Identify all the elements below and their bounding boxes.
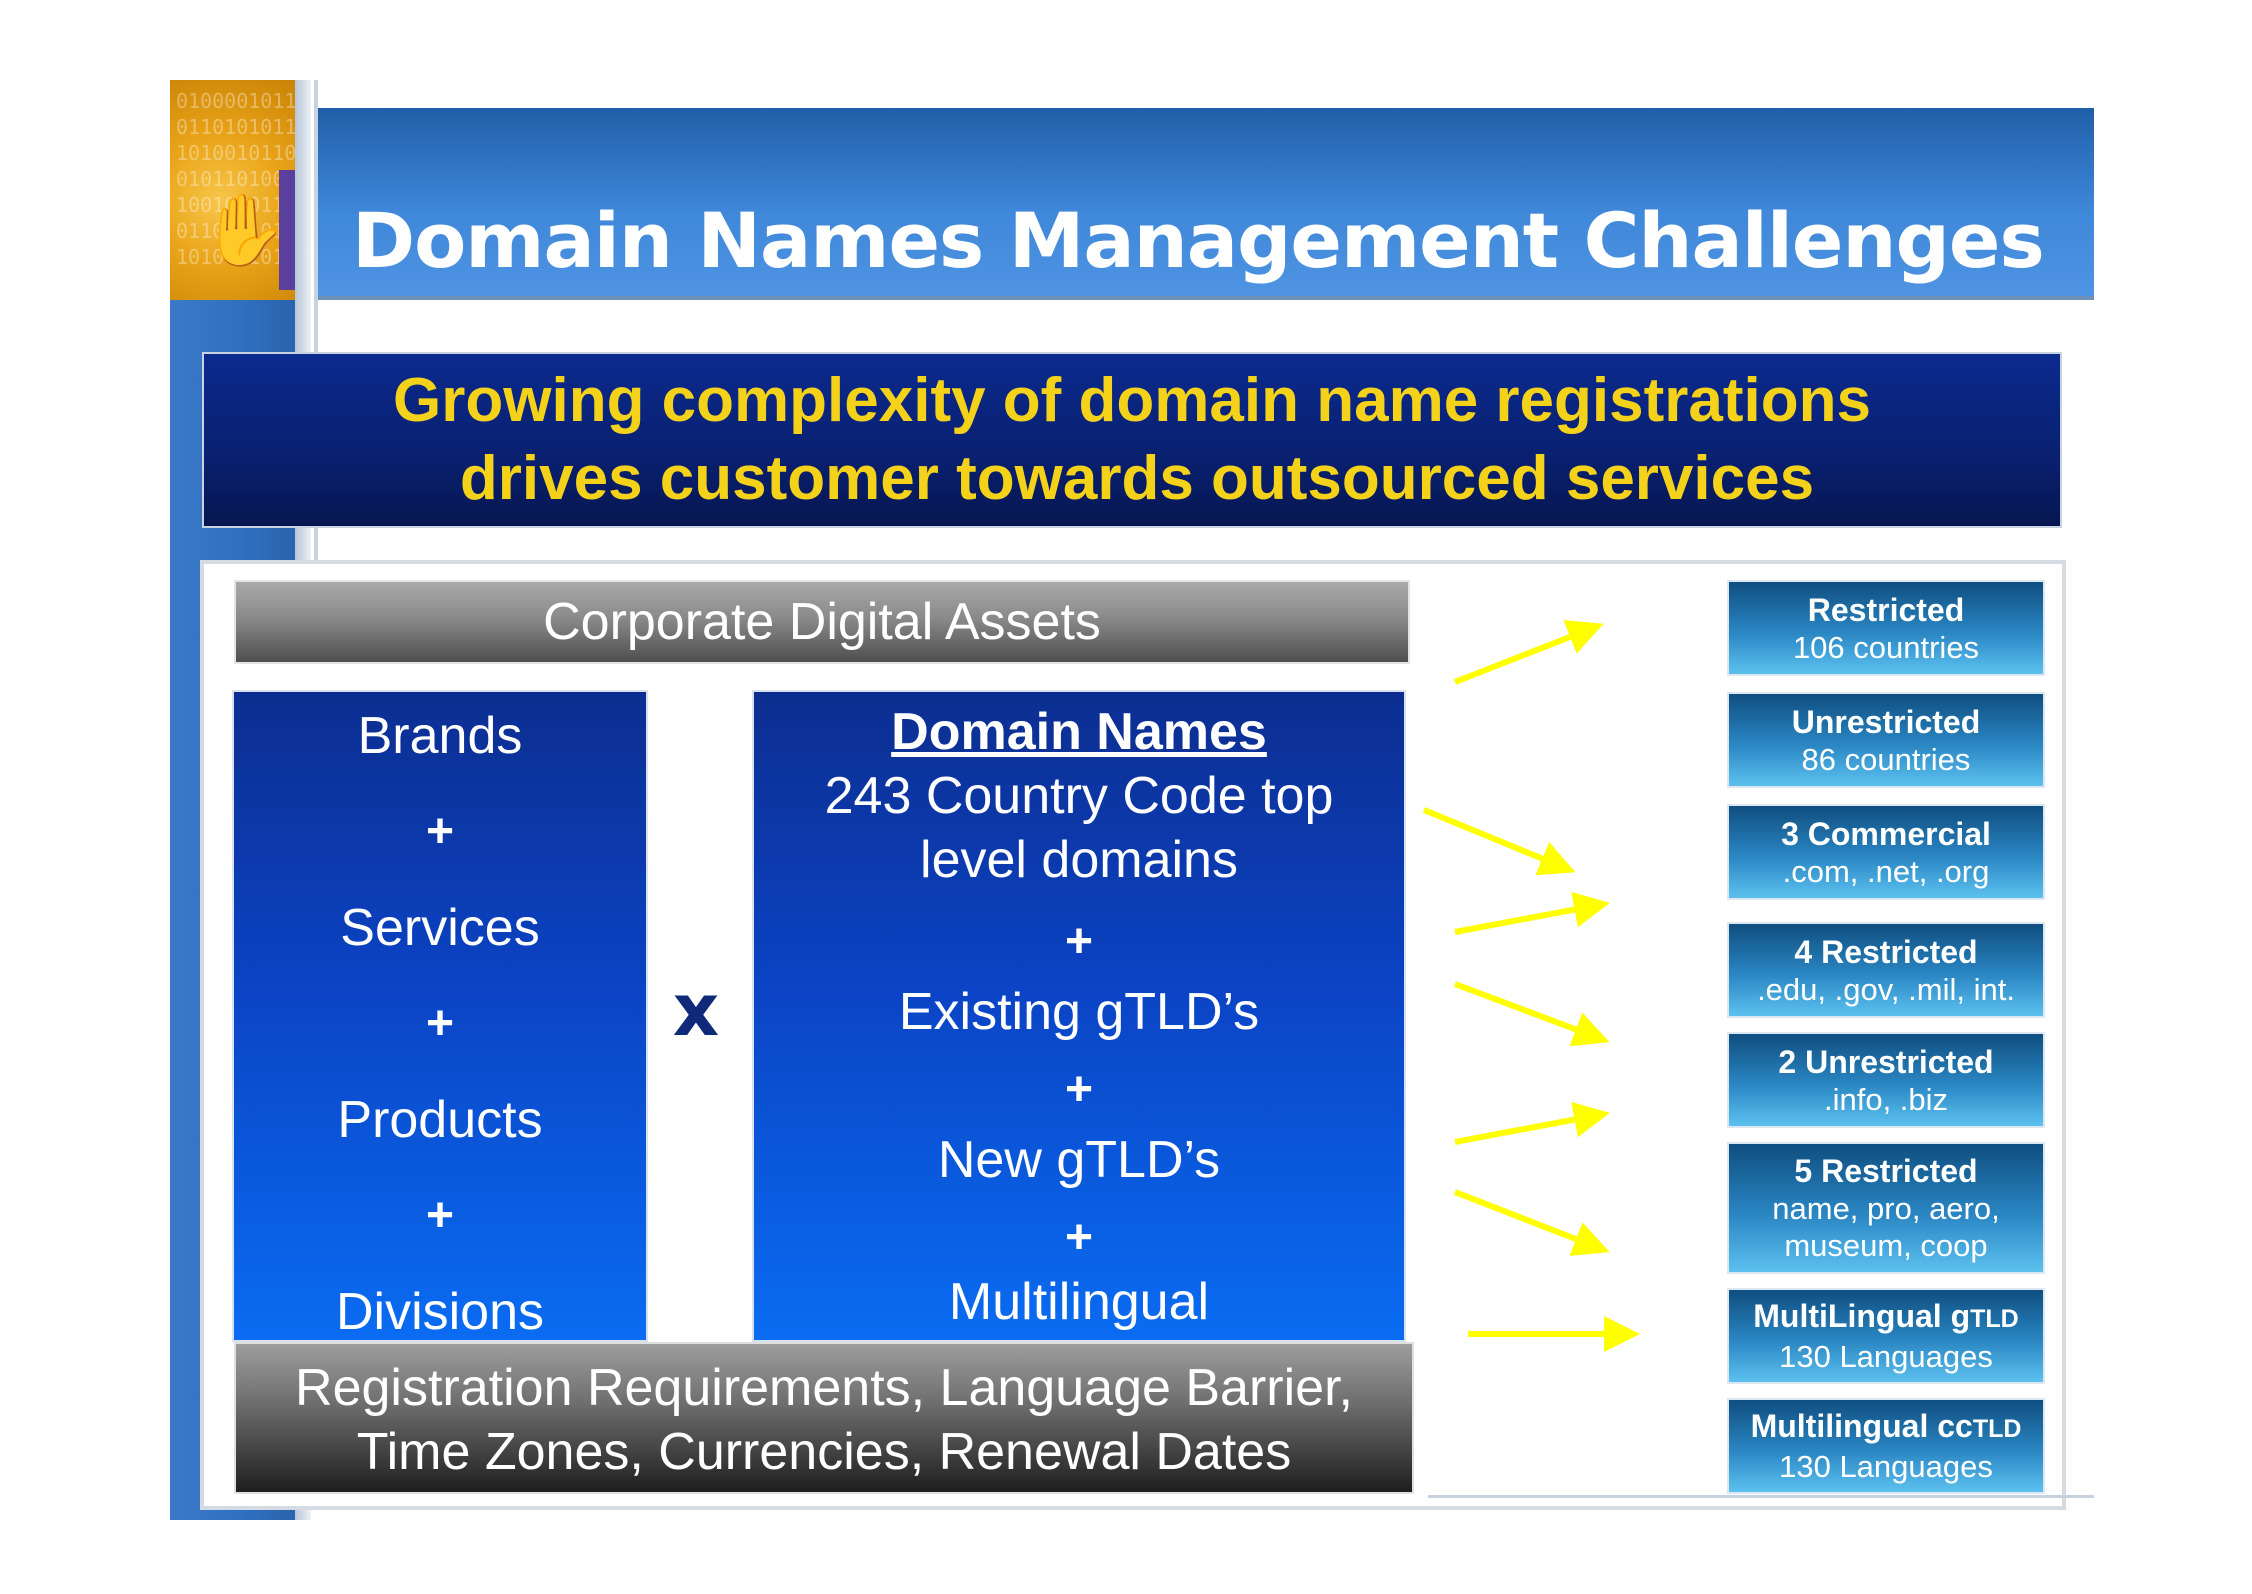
plus-sign: + [425, 805, 455, 858]
header-band [318, 108, 2094, 300]
tile-title: 4 Restricted [1794, 933, 1978, 970]
yellow-arrows [1422, 620, 1640, 1352]
existing-gtld-label: Existing gTLD’s [898, 983, 1260, 1041]
tile-title: Multilingual ccTLD [1750, 1408, 2022, 1444]
arrow-to-unrestricted-2 [1454, 1101, 1610, 1145]
tile-detail: 86 countries [1801, 741, 1971, 777]
services-label: Services [340, 899, 540, 957]
tile-title: Unrestricted [1791, 703, 1981, 740]
tile-detail: 130 Languages [1779, 1449, 1993, 1484]
arrow-to-restricted-5 [1453, 1189, 1610, 1256]
tile-detail: .info, .biz [1823, 1081, 1949, 1117]
headline-box: Growing complexity of domain name regist… [202, 352, 2062, 528]
tile-multilingual-cctld: Multilingual ccTLD 130 Languages [1727, 1398, 2045, 1494]
corporate-digital-assets-bar: Corporate Digital Assets [234, 580, 1410, 664]
arrow-to-restricted-4 [1453, 981, 1610, 1047]
tile-restricted-4: 4 Restricted .edu, .gov, .mil, int. [1727, 922, 2045, 1018]
tile-commercial: 3 Commercial .com, .net, .org [1727, 804, 2045, 900]
requirements-line-1: Registration Requirements, Language Barr… [295, 1359, 1353, 1417]
tile-title: Restricted [1807, 591, 1965, 628]
requirements-bar: Registration Requirements, Language Barr… [234, 1342, 1414, 1494]
brands-box: Brands + Services + Products + Divisions [232, 690, 648, 1342]
domain-names-box: Domain Names 243 Country Code top level … [752, 690, 1406, 1342]
tile-detail: .edu, .gov, .mil, int. [1757, 971, 2015, 1007]
plus-sign: + [425, 997, 455, 1050]
tile-detail: .com, .net, .org [1782, 853, 1990, 889]
plus-sign: + [1064, 1211, 1094, 1264]
multilingual-label: Multilingual [948, 1273, 1210, 1331]
arrow-to-restricted [1453, 620, 1604, 685]
country-code-label-line-2: level domains [920, 831, 1238, 889]
headline-line-1: Growing complexity of domain name regist… [393, 366, 1871, 435]
bottom-rule [1428, 1495, 2094, 1498]
tile-title: MultiLingual gTLD [1753, 1298, 2019, 1334]
page-title: Domain Names Management Challenges [352, 196, 2045, 285]
tile-unrestricted-countries: Unrestricted 86 countries [1727, 692, 2045, 788]
brands-label: Brands [357, 707, 523, 765]
arrow-to-commercial [1422, 807, 1576, 876]
plus-sign: + [1064, 915, 1094, 968]
tile-title: 5 Restricted [1794, 1153, 1978, 1189]
plus-sign: + [1064, 1063, 1094, 1116]
products-label: Products [337, 1091, 543, 1149]
tile-detail: 130 Languages [1779, 1339, 1993, 1374]
handshake-logo-image: 0100001011 0110101011 1010010110 0101101… [170, 80, 295, 300]
divisions-label: Divisions [335, 1283, 545, 1341]
tile-restricted-5: 5 Restricted name, pro, aero, museum, co… [1727, 1142, 2045, 1274]
country-code-label: 243 Country Code top [824, 767, 1334, 825]
tile-title: 2 Unrestricted [1778, 1043, 1994, 1080]
multiplication-sign: x [672, 968, 720, 1052]
tile-restricted-countries: Restricted 106 countries [1727, 580, 2045, 676]
tile-detail: 106 countries [1792, 629, 1980, 665]
tile-title: 3 Commercial [1781, 815, 1991, 852]
arrow-to-unrestricted-gtld [1454, 891, 1610, 935]
requirements-line-2: Time Zones, Currencies, Renewal Dates [356, 1423, 1292, 1481]
plus-sign: + [425, 1189, 455, 1242]
tile-detail: name, pro, aero, [1772, 1191, 2000, 1226]
headline-line-2: drives customer towards outsourced servi… [459, 444, 1815, 513]
domain-names-title: Domain Names [891, 703, 1267, 761]
tile-detail-line-2: museum, coop [1784, 1228, 1988, 1263]
new-gtld-label: New gTLD’s [937, 1131, 1221, 1189]
tile-unrestricted-2: 2 Unrestricted .info, .biz [1727, 1032, 2045, 1128]
tile-multilingual-gtld: MultiLingual gTLD 130 Languages [1727, 1288, 2045, 1384]
